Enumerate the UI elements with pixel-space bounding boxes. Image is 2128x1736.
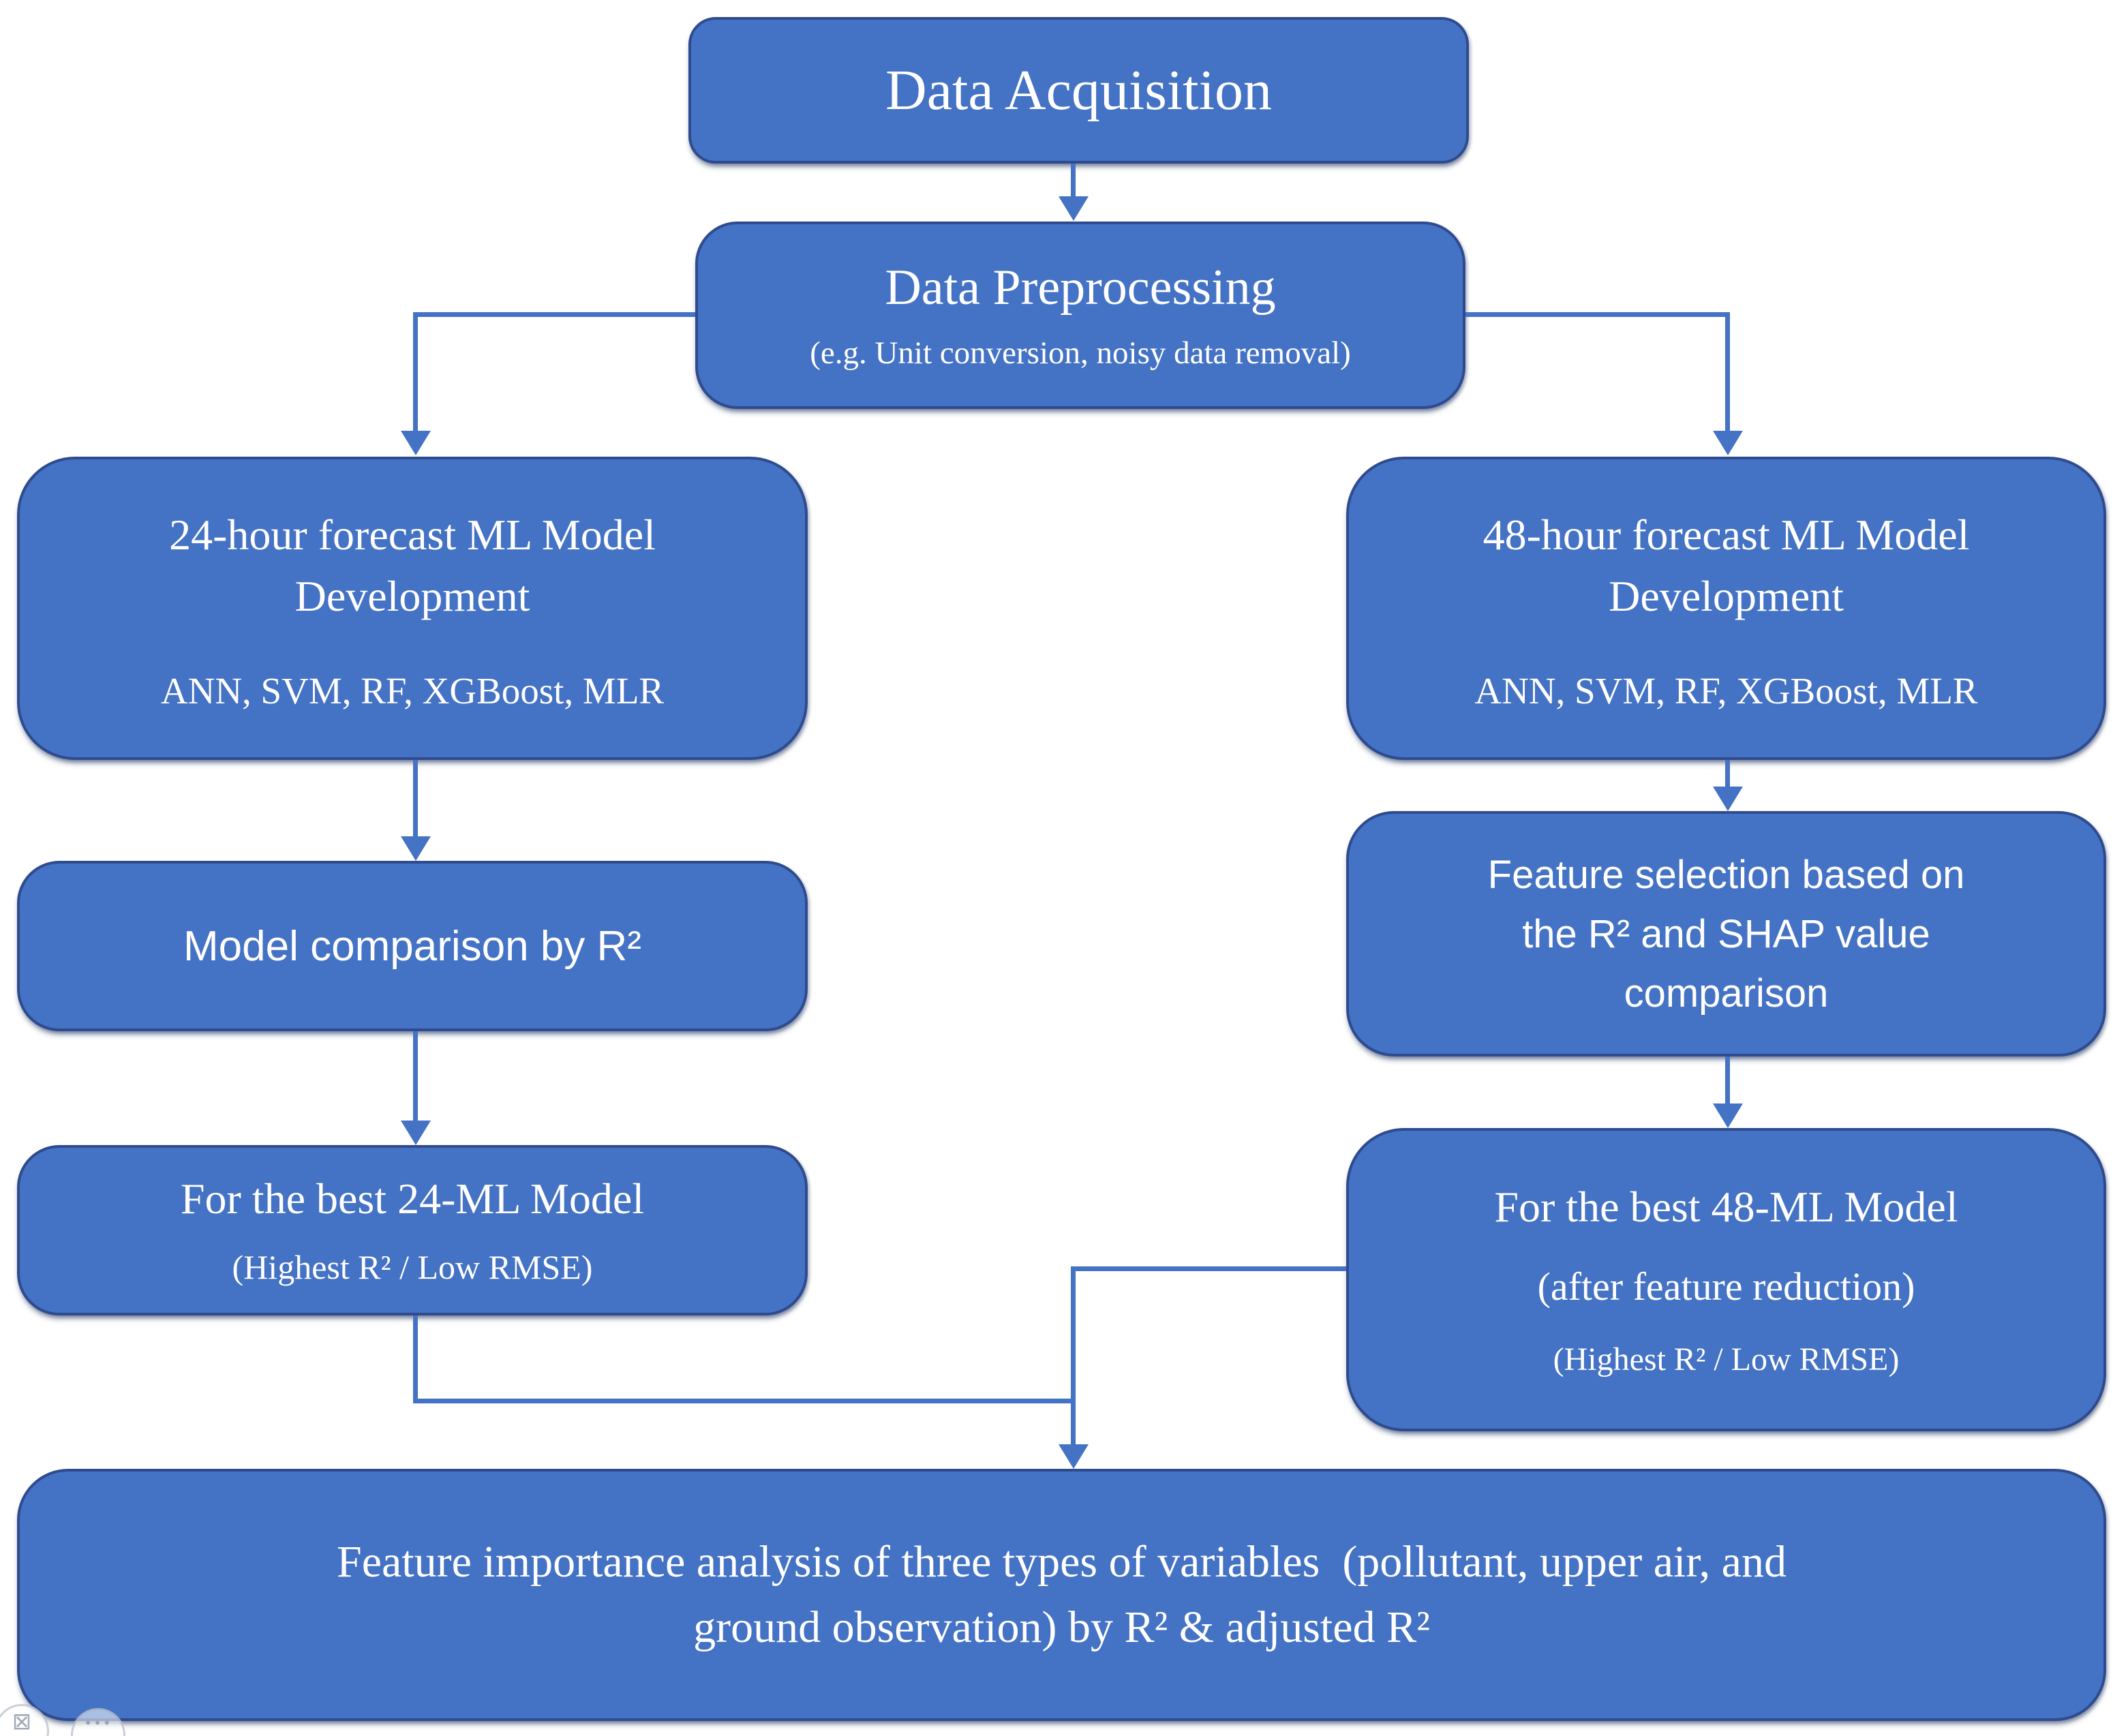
node-note: (Highest R² / Low RMSE)	[232, 1248, 593, 1286]
connector-best24-down	[413, 1315, 418, 1403]
arrowhead-icon	[1713, 431, 1743, 455]
node-title-line2: Development	[294, 572, 530, 620]
arrowhead-icon	[1713, 1103, 1743, 1128]
node-data-acquisition: Data Acquisition	[688, 17, 1469, 164]
node-title: Data Preprocessing	[885, 260, 1276, 316]
node-title: Data Acquisition	[885, 59, 1272, 122]
node-title-line1: 48-hour forecast ML Model	[1483, 511, 1970, 560]
connector-acquisition-preprocessing	[1071, 164, 1076, 199]
connector-left-branch-down	[413, 312, 418, 433]
arrowhead-icon	[1059, 1444, 1089, 1469]
node-models: ANN, SVM, RF, XGBoost, MLR	[160, 669, 665, 712]
node-24h-model-development: 24-hour forecast ML Model Development AN…	[17, 457, 808, 760]
node-model-comparison: Model comparison by R²	[17, 861, 808, 1031]
node-text-line1: Feature selection based on	[1487, 852, 1965, 897]
node-title: For the best 24-ML Model	[180, 1174, 645, 1223]
connector-right-branch-down	[1725, 312, 1730, 433]
node-models: ANN, SVM, RF, XGBoost, MLR	[1474, 669, 1978, 712]
ellipsis-glyph: •••	[84, 1715, 112, 1731]
node-best-24-model: For the best 24-ML Model (Highest R² / L…	[17, 1145, 808, 1315]
connector-24h-comparison	[413, 760, 418, 839]
connector-48h-selection	[1725, 760, 1730, 789]
node-note1: (after feature reduction)	[1537, 1264, 1915, 1309]
node-text-line1: Feature importance analysis of three typ…	[337, 1537, 1787, 1587]
node-note: (e.g. Unit conversion, noisy data remova…	[810, 335, 1351, 371]
node-title: Model comparison by R²	[183, 922, 641, 970]
node-title-line2: Development	[1609, 572, 1844, 620]
connector-comparison-best24	[413, 1031, 418, 1123]
node-title-line1: 24-hour forecast ML Model	[169, 511, 656, 560]
broken-image-glyph: ⊠	[12, 1708, 32, 1735]
arrowhead-icon	[1059, 196, 1089, 221]
connector-preprocessing-right	[1465, 312, 1730, 317]
arrowhead-icon	[401, 836, 431, 861]
node-text-line3: comparison	[1624, 971, 1829, 1016]
node-48h-model-development: 48-hour forecast ML Model Development AN…	[1346, 457, 2106, 760]
arrowhead-icon	[401, 1121, 431, 1145]
node-title: For the best 48-ML Model	[1494, 1182, 1958, 1231]
node-feature-selection: Feature selection based on the R² and SH…	[1346, 811, 2106, 1056]
node-note2: (Highest R² / Low RMSE)	[1553, 1341, 1900, 1377]
connector-best48-left	[1071, 1266, 1346, 1271]
node-text-line2: the R² and SHAP value	[1522, 911, 1930, 956]
node-text-line2: ground observation) by R² & adjusted R²	[693, 1602, 1430, 1652]
node-feature-importance-analysis: Feature importance analysis of three typ…	[17, 1469, 2106, 1721]
connector-merge-down	[1071, 1266, 1076, 1447]
arrowhead-icon	[401, 431, 431, 455]
connector-merge-bottom	[413, 1399, 1076, 1403]
node-data-preprocessing: Data Preprocessing (e.g. Unit conversion…	[695, 222, 1465, 409]
connector-preprocessing-left	[413, 312, 695, 317]
node-best-48-model: For the best 48-ML Model (after feature …	[1346, 1128, 2106, 1431]
connector-selection-best48	[1725, 1056, 1730, 1106]
arrowhead-icon	[1713, 787, 1743, 811]
